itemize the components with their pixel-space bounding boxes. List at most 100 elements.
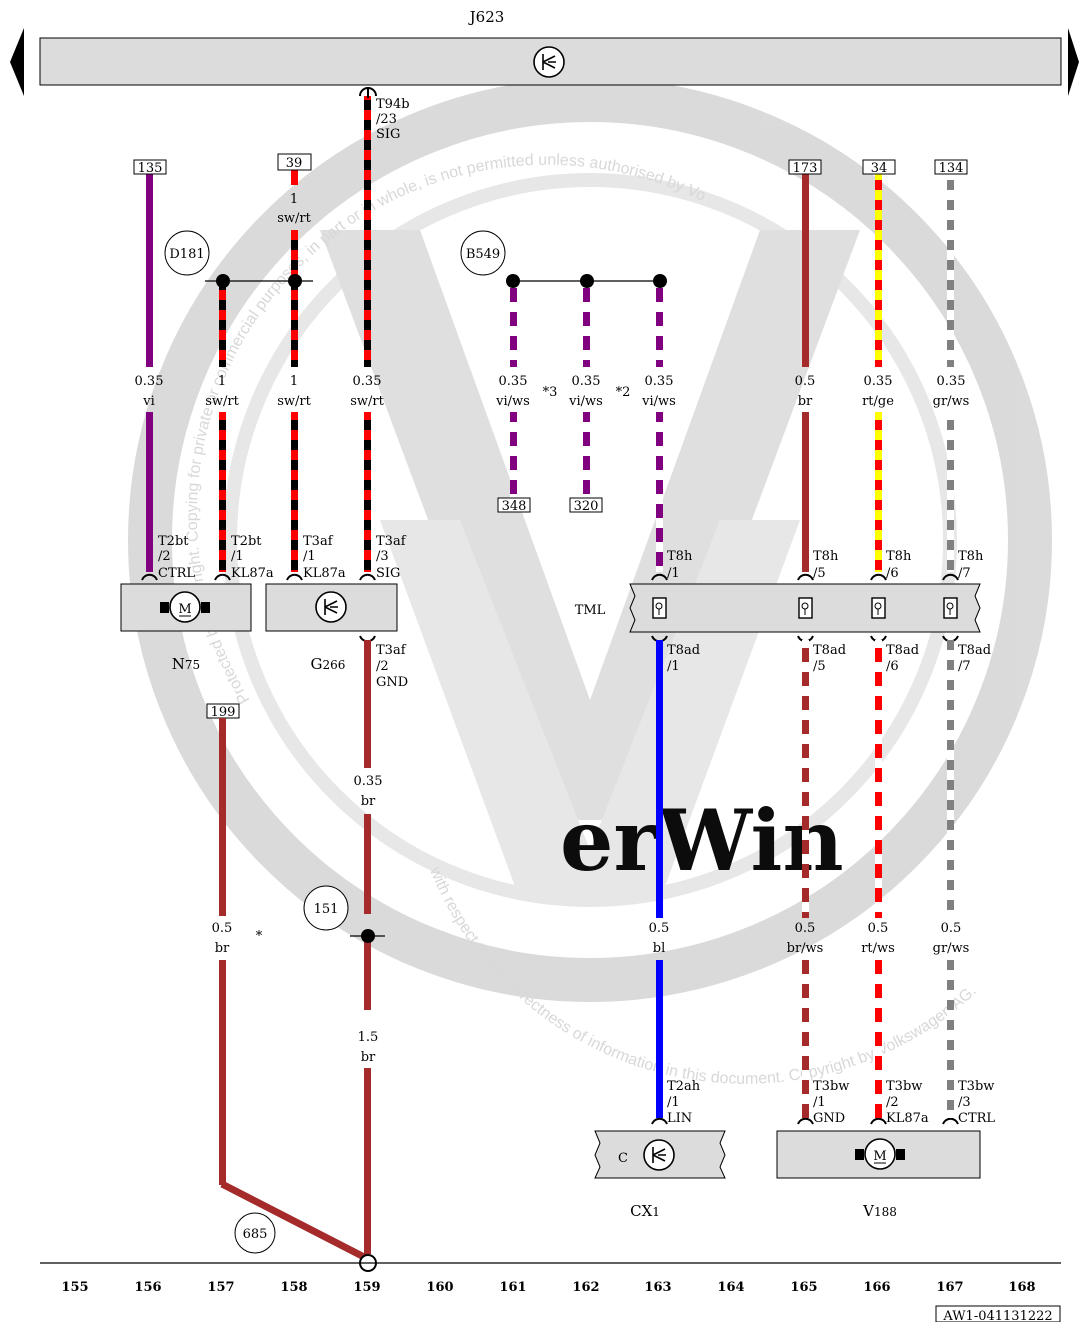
wire-157-color: sw/rt — [205, 394, 239, 409]
wire-163-lin-upper — [656, 640, 663, 918]
wire-159-thick-color: br — [361, 1050, 376, 1065]
ref-box-134[interactable]: 134 — [934, 159, 968, 176]
component-n75[interactable]: M — [120, 583, 252, 632]
ref-box-348[interactable]: 348 — [497, 497, 531, 514]
wire-167-lower-size: 0.5 — [941, 921, 962, 936]
svg-text:/6: /6 — [886, 566, 899, 581]
component-label-g266: G266 — [311, 655, 346, 673]
tick-157: 157 — [207, 1280, 234, 1295]
pin-label-t3bw1: T3bw /1 GND — [813, 1079, 849, 1126]
svg-text:/3: /3 — [958, 1095, 971, 1110]
wire-167-lower-lower — [947, 960, 954, 1118]
circle-label-685: 685 — [234, 1212, 276, 1254]
svg-text:SIG: SIG — [376, 127, 400, 142]
pin-label-t3af1: T3af /1 KL87a — [303, 534, 346, 581]
wire-163-lower — [656, 412, 663, 572]
wire-165-lower-lower — [802, 960, 809, 1118]
component-label-cx1: CX1 — [630, 1202, 660, 1220]
svg-text:T8h: T8h — [667, 549, 693, 564]
pin-label-t8h6: T8h /6 — [886, 549, 912, 581]
circle-label-d181: D181 — [164, 230, 210, 276]
tml-pin-5-icon — [798, 597, 813, 619]
wire-165-upper — [802, 173, 809, 367]
wire-166-upper — [875, 173, 882, 367]
wire-159-gnd-mid — [364, 814, 371, 914]
component-tml[interactable]: TML — [575, 583, 981, 633]
ref-box-34[interactable]: 34 — [862, 159, 896, 176]
wire-161-size: 0.35 — [499, 374, 528, 389]
ref-box-320[interactable]: 320 — [569, 497, 603, 514]
connector-t8h7-symbol — [942, 573, 959, 581]
document-id: AW1-041131222 — [935, 1305, 1061, 1324]
wire-156-upper — [146, 173, 153, 367]
wire-157-diagonal — [220, 1180, 368, 1262]
splice-d181-node-157 — [216, 274, 230, 288]
prev-page-arrow-icon[interactable] — [10, 28, 24, 96]
connector-t8h6-symbol — [870, 573, 887, 581]
wire-156-lower — [146, 412, 153, 572]
tick-156: 156 — [134, 1280, 161, 1295]
tml-pin-6-icon — [871, 597, 886, 619]
tick-160: 160 — [426, 1280, 453, 1295]
wire-157-ground-size: 0.5 — [212, 921, 233, 936]
wire-162-size: 0.35 — [572, 374, 601, 389]
sensor-icon — [643, 1139, 675, 1171]
pin-label-t8ad7: T8ad /7 — [958, 643, 991, 674]
connector-t8h1-symbol — [651, 573, 668, 581]
ref-box-135[interactable]: 135 — [133, 159, 167, 176]
wire-163-lin-color: bl — [653, 941, 665, 956]
wire-159-thick-a — [364, 942, 371, 1010]
wire-161-upper — [510, 281, 517, 367]
svg-text:T8h: T8h — [958, 549, 984, 564]
wire-165-lower — [802, 412, 809, 572]
ref-box-173[interactable]: 173 — [788, 159, 822, 176]
next-page-arrow-icon[interactable] — [1068, 28, 1079, 96]
j623-sensor-icon — [533, 46, 565, 78]
wire-157-size: 1 — [218, 374, 226, 389]
svg-text:T3af: T3af — [376, 534, 407, 549]
watermark-logo-text: erWin — [560, 791, 844, 890]
svg-text:T2bt: T2bt — [231, 534, 262, 549]
component-v188[interactable]: M — [776, 1130, 981, 1179]
tick-163: 163 — [644, 1280, 671, 1295]
svg-text:D181: D181 — [169, 247, 204, 262]
connector-t2bt1-symbol — [214, 573, 231, 581]
svg-text:SIG: SIG — [376, 566, 400, 581]
wire-156-size: 0.35 — [135, 374, 164, 389]
pin-label-t3bw3: T3bw /3 CTRL — [958, 1079, 995, 1126]
component-label-n75: N75 — [172, 655, 200, 673]
wire-166-lower-lower — [875, 960, 882, 1118]
pin-label-t94b: T94b /23 SIG — [376, 97, 410, 142]
note-star-2: *2 — [616, 385, 631, 400]
svg-text:CTRL: CTRL — [958, 1111, 995, 1126]
ref-box-199[interactable]: 199 — [206, 703, 240, 720]
column-ticks: 155 156 157 158 159 160 161 162 163 164 … — [61, 1280, 1035, 1295]
wire-157-lower — [219, 412, 226, 572]
ref-box-39[interactable]: 39 — [277, 153, 312, 171]
component-cx1[interactable]: C — [594, 1130, 726, 1179]
svg-text:151: 151 — [314, 902, 339, 917]
circle-label-b549: B549 — [460, 230, 506, 276]
connector-t3bw3-symbol — [942, 1117, 959, 1125]
connector-t3af3-symbol — [359, 573, 376, 581]
svg-text:T3bw: T3bw — [886, 1079, 922, 1094]
wire-166-lower-upper — [875, 640, 882, 918]
svg-text:AW1-041131222: AW1-041131222 — [942, 1309, 1052, 1322]
svg-text:T2bt: T2bt — [158, 534, 189, 549]
wire-157-ground-lower — [219, 960, 226, 1185]
svg-text:T8h: T8h — [813, 549, 839, 564]
svg-text:/5: /5 — [813, 566, 826, 581]
connector-t2ah-symbol — [651, 1117, 668, 1125]
pin-label-t8ad5: T8ad /5 — [813, 643, 846, 674]
wire-166-lower-color: rt/ws — [861, 941, 895, 956]
svg-text:T8ad: T8ad — [813, 643, 846, 658]
wire-159-thick-b — [364, 1068, 371, 1254]
component-g266[interactable] — [265, 583, 398, 632]
wire-159-thick-size: 1.5 — [358, 1030, 379, 1045]
wire-158-upper — [291, 230, 298, 367]
wire-165-lower-color: br/ws — [787, 941, 824, 956]
connector-t2bt2-symbol — [141, 573, 158, 581]
svg-text:/2: /2 — [158, 549, 171, 564]
svg-text:348: 348 — [502, 499, 527, 514]
